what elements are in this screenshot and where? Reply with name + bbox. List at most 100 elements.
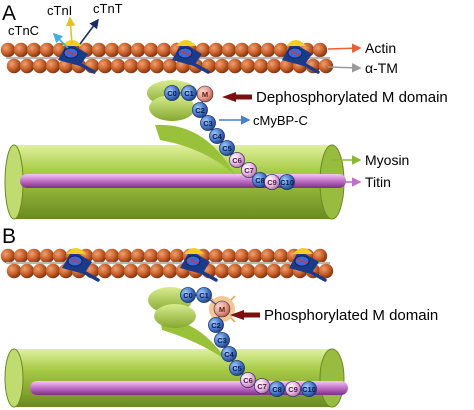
actin-bead <box>162 263 178 279</box>
domain-c6: C6 <box>229 152 245 168</box>
actin-bead <box>130 248 146 264</box>
domain-c7-label: C7 <box>257 382 267 391</box>
actin-bead <box>91 42 107 58</box>
actin-bead <box>104 42 120 58</box>
actin-bead <box>19 263 35 279</box>
domain-c9-label: C9 <box>288 385 298 394</box>
ctni-subunit <box>184 248 204 254</box>
calcium-site <box>187 258 199 264</box>
actin-bead <box>123 263 139 279</box>
actin-bead <box>247 248 263 264</box>
ctnt-tail <box>188 60 210 74</box>
domain-c1: C1 <box>196 287 212 303</box>
domain-c3-label: C3 <box>217 336 227 345</box>
ctni-subunit <box>66 248 86 254</box>
domain-c4: C4 <box>221 346 237 362</box>
domain-c9: C9 <box>264 174 280 190</box>
calcium-site <box>179 50 191 56</box>
ctni-arrow <box>65 16 76 45</box>
actin-bead <box>26 248 42 264</box>
actin-bead <box>266 58 282 74</box>
actin-bead <box>312 42 328 58</box>
domain-c4-label: C4 <box>224 350 234 359</box>
actin-bead <box>104 248 120 264</box>
actin-bead <box>6 58 22 74</box>
domain-c5-label: C5 <box>232 364 242 373</box>
actin-bead <box>136 263 152 279</box>
actin-bead <box>240 263 256 279</box>
actin-bead <box>52 248 68 264</box>
actin-bead <box>130 42 146 58</box>
m-domain-arrow-b <box>230 310 260 320</box>
actin-bead <box>260 248 276 264</box>
domain-c2-bead <box>192 102 208 118</box>
troponin-complexes-b <box>62 248 327 282</box>
myosin-filament-b <box>4 348 345 408</box>
actin-arrow <box>327 43 362 54</box>
domain-c3: C3 <box>214 332 230 348</box>
actin-bead <box>136 58 152 74</box>
label-cmybpc: cMyBP-C <box>253 113 308 128</box>
domain-m-bead <box>213 300 231 318</box>
actin-bead <box>214 263 230 279</box>
domain-c3-bead <box>200 115 216 131</box>
troponin-complex <box>180 248 218 282</box>
domain-c3-label: C3 <box>203 119 213 128</box>
domain-c7: C7 <box>241 162 257 178</box>
actin-bead <box>97 263 113 279</box>
domain-c10: C10 <box>279 174 295 190</box>
actin-bead <box>32 263 48 279</box>
actin-bead <box>143 248 159 264</box>
actin-bead <box>39 248 55 264</box>
troponin-complex <box>172 40 210 74</box>
actin-bead <box>149 263 165 279</box>
domain-c10-bead <box>301 381 317 397</box>
domain-c10-label: C10 <box>280 178 294 187</box>
calcium-site <box>69 258 81 264</box>
domain-c4-bead <box>221 346 237 362</box>
domain-c5: C5 <box>229 360 245 376</box>
domain-c1-bead <box>181 85 197 101</box>
domain-c8-bead <box>269 381 285 397</box>
domain-m-label: M <box>202 90 208 99</box>
actin-bead <box>0 42 16 58</box>
actin-bead <box>234 42 250 58</box>
domain-c3-bead <box>214 332 230 348</box>
domain-c8: C8 <box>269 381 285 397</box>
troponin-complex <box>289 248 327 282</box>
domain-c0: C0 <box>180 287 196 303</box>
panel-letter-a: A <box>2 2 16 25</box>
domain-c4: C4 <box>209 128 225 144</box>
actin-bead <box>156 42 172 58</box>
domain-c9-bead <box>285 381 301 397</box>
domain-m-label: M <box>219 305 225 314</box>
domain-c2: C2 <box>192 102 208 118</box>
domain-c0-label: C0 <box>183 291 193 300</box>
domain-c7-label: C7 <box>244 166 254 175</box>
actin-bead <box>0 248 16 264</box>
domain-c9-label: C9 <box>267 178 277 187</box>
label-alpha-tm: α-TM <box>365 60 398 76</box>
domain-c6-label: C6 <box>232 156 242 165</box>
domain-c5-bead <box>229 360 245 376</box>
actin-bead <box>221 42 237 58</box>
calcium-site <box>65 50 77 56</box>
actin-bead <box>32 58 48 74</box>
label-phosphorylated-m-domain: Phosphorylated M domain <box>264 307 438 324</box>
domain-c4-bead <box>209 128 225 144</box>
label-titin: Titin <box>365 174 391 190</box>
domain-c6-bead <box>240 372 256 388</box>
troponin-complex <box>58 40 96 74</box>
actin-bead <box>273 42 289 58</box>
actin-bead <box>234 248 250 264</box>
actin-bead <box>123 58 139 74</box>
actin-bead <box>45 58 61 74</box>
domain-c10-label: C10 <box>302 385 316 394</box>
domain-c1-label: C1 <box>184 89 194 98</box>
m-domain-arrow <box>222 92 252 102</box>
domain-c2-bead <box>208 317 224 333</box>
